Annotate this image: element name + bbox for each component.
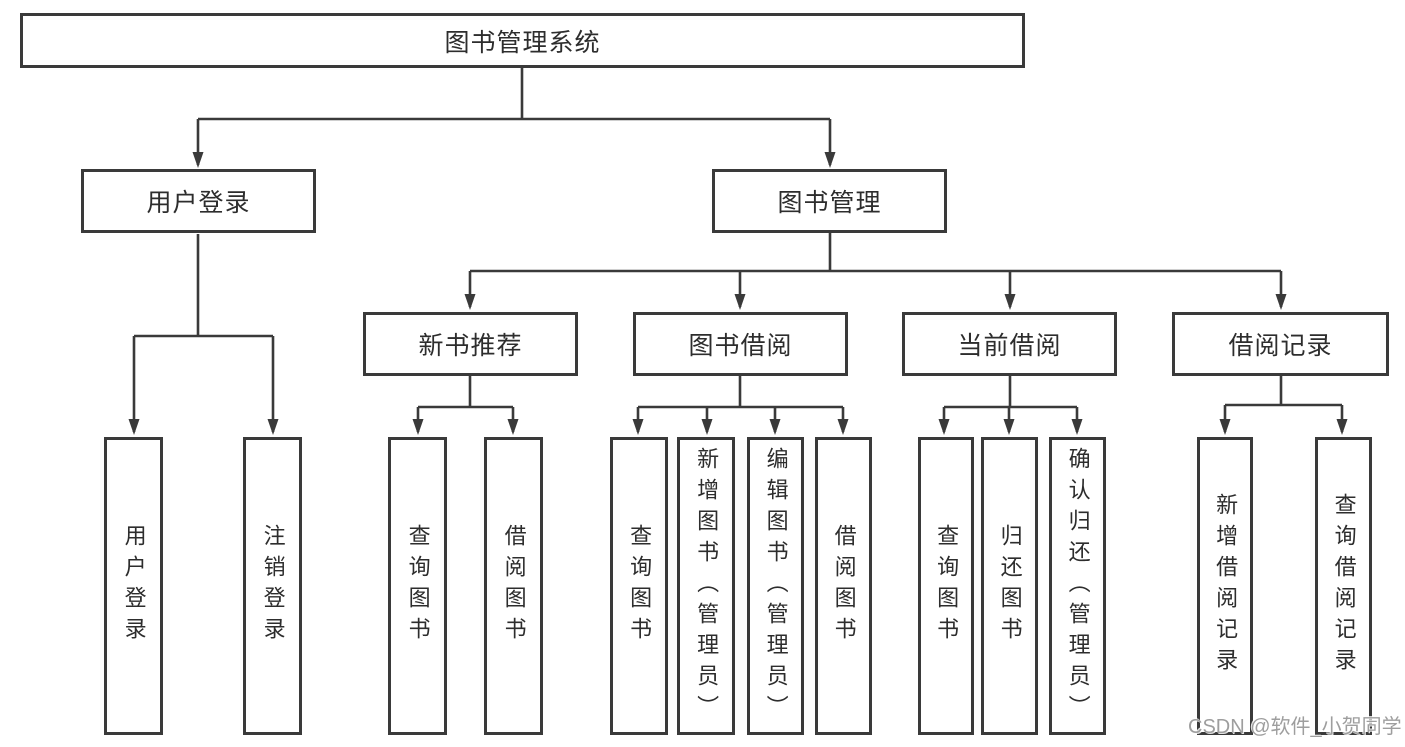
node-book-borrowing-label: 图书借阅 — [688, 332, 793, 360]
leaf-nbr-borrow-books: 借阅图书 — [484, 437, 543, 735]
leaf-br-query-record-label: 查询借阅记录 — [1331, 493, 1357, 679]
leaf-cb-query-books-label: 查询图书 — [934, 524, 960, 648]
node-current-borrowing-label: 当前借阅 — [957, 332, 1062, 360]
leaf-logout: 注销登录 — [243, 437, 302, 735]
leaf-bb-add-books-admin-label: 新增图书（管理员） — [694, 446, 720, 726]
leaf-br-add-record-label: 新增借阅记录 — [1213, 493, 1239, 679]
node-borrowing-records-label: 借阅记录 — [1228, 332, 1333, 360]
connector-book-mgmt-tee — [470, 233, 1281, 273]
leaf-bb-borrow-books: 借阅图书 — [815, 437, 872, 735]
node-root-label: 图书管理系统 — [444, 28, 601, 57]
node-book-borrowing: 图书借阅 — [633, 312, 848, 376]
leaf-logout-label: 注销登录 — [260, 524, 286, 648]
connector-borrow-records-tee — [1225, 376, 1342, 407]
node-root-system: 图书管理系统 — [20, 13, 1025, 68]
leaf-bb-edit-books-admin: 编辑图书（管理员） — [747, 437, 804, 735]
leaf-user-login: 用户登录 — [104, 437, 163, 735]
leaf-nbr-borrow-books-label: 借阅图书 — [501, 524, 527, 648]
node-new-book-recommend-label: 新书推荐 — [418, 332, 523, 360]
node-new-book-recommend: 新书推荐 — [363, 312, 578, 376]
node-book-management-label: 图书管理 — [777, 189, 882, 217]
connector-book-borrow-tee — [638, 376, 843, 409]
leaf-cb-query-books: 查询图书 — [918, 437, 974, 735]
connector-current-borrow-tee — [944, 376, 1077, 409]
leaf-bb-query-books-label: 查询图书 — [627, 524, 653, 648]
leaf-br-query-record: 查询借阅记录 — [1315, 437, 1372, 735]
connector-user-login-tee — [134, 234, 273, 338]
leaf-bb-borrow-books-label: 借阅图书 — [831, 524, 857, 648]
leaf-cb-confirm-return-admin-label: 确认归还（管理员） — [1065, 446, 1091, 726]
node-borrowing-records: 借阅记录 — [1172, 312, 1389, 376]
leaf-nbr-query-books: 查询图书 — [388, 437, 447, 735]
node-book-management: 图书管理 — [712, 169, 947, 233]
leaf-bb-query-books: 查询图书 — [610, 437, 668, 735]
leaf-cb-confirm-return-admin: 确认归还（管理员） — [1049, 437, 1106, 735]
csdn-watermark: CSDN @软件_小贺同学 — [1188, 716, 1402, 738]
leaf-nbr-query-books-label: 查询图书 — [405, 524, 431, 648]
leaf-bb-add-books-admin: 新增图书（管理员） — [677, 437, 735, 735]
node-current-borrowing: 当前借阅 — [902, 312, 1117, 376]
leaf-bb-edit-books-admin-label: 编辑图书（管理员） — [763, 446, 789, 726]
connector-root-tee — [198, 68, 830, 121]
leaf-cb-return-books-label: 归还图书 — [997, 524, 1023, 648]
node-user-login-label: 用户登录 — [146, 189, 251, 217]
node-user-login: 用户登录 — [81, 169, 316, 233]
leaf-cb-return-books: 归还图书 — [981, 437, 1038, 735]
connector-new-book-rec-tee — [418, 376, 513, 409]
leaf-br-add-record: 新增借阅记录 — [1197, 437, 1253, 735]
leaf-user-login-label: 用户登录 — [121, 524, 147, 648]
